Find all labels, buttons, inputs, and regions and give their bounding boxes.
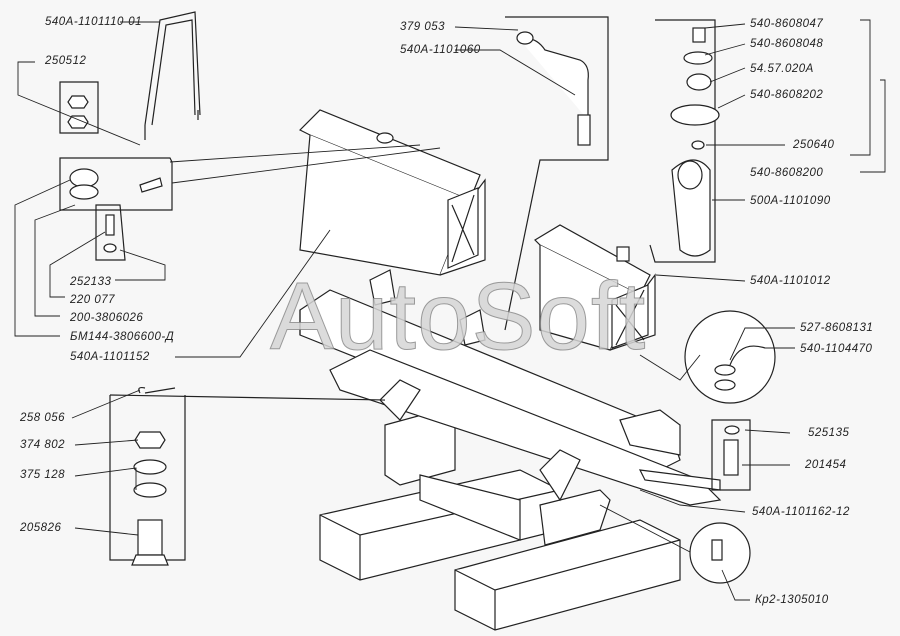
label-washer-252133: 252133 — [70, 276, 112, 288]
label-castle-nut: 374 802 — [20, 439, 66, 451]
label-screw-220077: 220 077 — [70, 294, 116, 306]
label-fitting: 379 053 — [400, 21, 446, 33]
watermark: AutoSoft — [269, 263, 647, 371]
label-gasket: 200-3806026 — [70, 312, 144, 324]
label-bolt-201454: 201454 — [805, 459, 847, 471]
label-plug: 540-8608047 — [750, 18, 824, 30]
label-left-tank: 540А-1101152 — [70, 351, 150, 363]
label-cap-top: 540-8608048 — [750, 38, 824, 50]
label-bolt-205826: 205826 — [20, 522, 62, 534]
label-cap: 540-8608202 — [750, 89, 824, 101]
label-sensor: БМ144-3806600-Д — [70, 331, 175, 343]
leader-lines — [14, 19, 886, 601]
label-hose-clip: 527-8608131 — [800, 322, 874, 334]
label-nut-250640: 250640 — [793, 139, 835, 151]
label-pipe: 540А-1101060 — [400, 44, 481, 56]
support-blocks — [319, 409, 681, 631]
small-parts — [67, 27, 776, 584]
label-washers: 375 128 — [20, 469, 66, 481]
label-cotter-pin: 258 056 — [20, 412, 66, 424]
label-handle: 540А-1101110-01 — [45, 16, 143, 28]
label-filter: 500А-1101090 — [750, 195, 831, 207]
label-washer-525135: 525135 — [808, 427, 850, 439]
label-hose: 540-1104470 — [800, 343, 873, 355]
label-right-tank: 540А-1101012 — [750, 275, 831, 287]
label-cap-assy: 540-8608200 — [750, 167, 824, 179]
tank-frame — [299, 269, 722, 541]
handle-part — [144, 11, 201, 140]
right-tank — [534, 224, 656, 351]
left-tank — [298, 109, 486, 276]
label-springs: 54.57.020А — [750, 63, 814, 75]
label-bracket: 540А-1101162-12 — [752, 506, 850, 518]
label-drain-valve: Кр2-1305010 — [755, 594, 829, 606]
label-nuts: 250512 — [45, 55, 87, 67]
